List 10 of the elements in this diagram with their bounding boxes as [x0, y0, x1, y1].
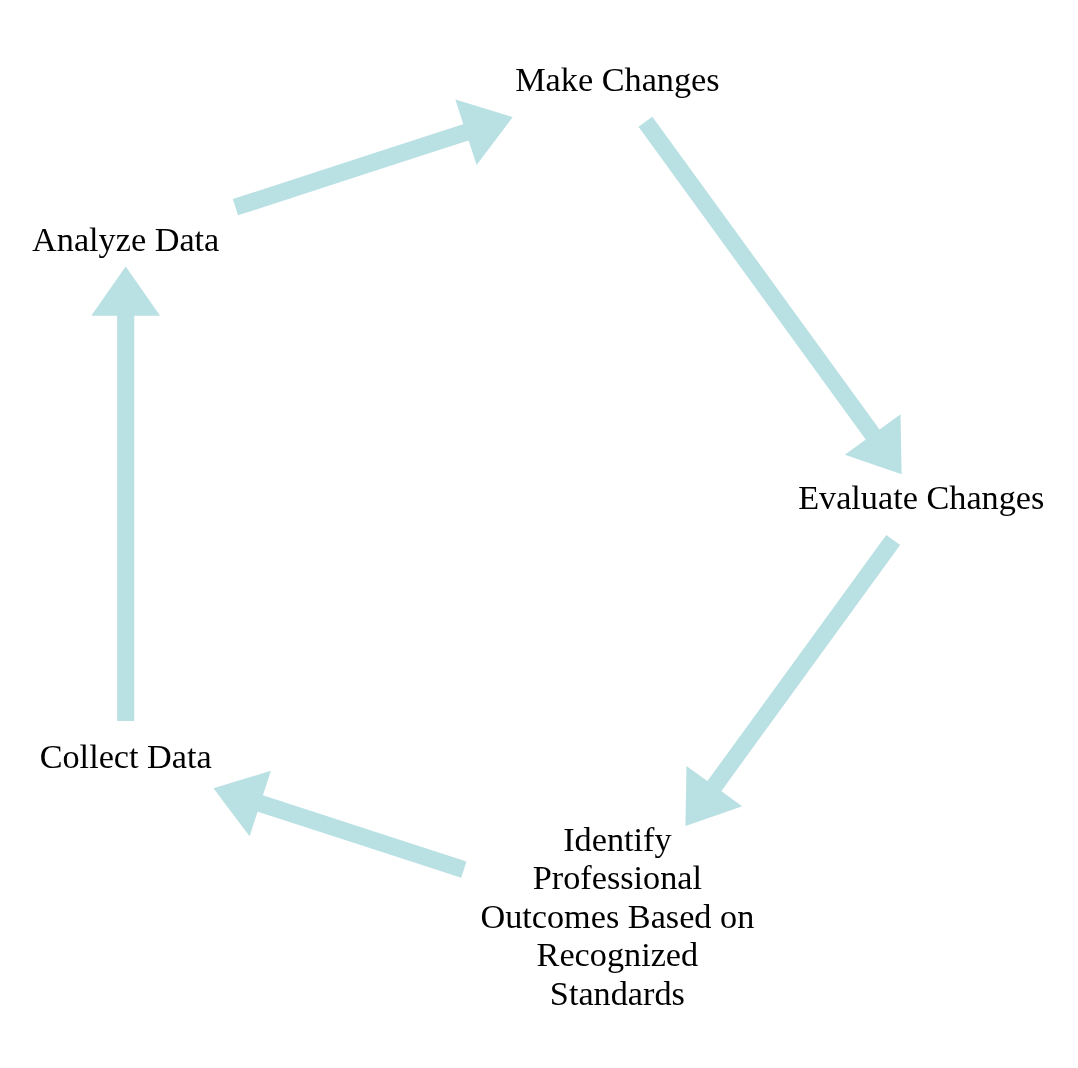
node-text: Analyze Data [32, 219, 220, 258]
arrow [685, 534, 901, 826]
node-text: Collect Data [39, 736, 212, 775]
node-text: Evaluate Changes [798, 477, 1045, 516]
arrow [91, 266, 161, 721]
arrow [232, 99, 513, 215]
arrow [638, 116, 902, 474]
node-text: Make Changes [515, 59, 720, 98]
node-text: Identify Professional Outcomes Based on Recognized Standards [480, 819, 755, 1012]
arrow [213, 770, 467, 878]
